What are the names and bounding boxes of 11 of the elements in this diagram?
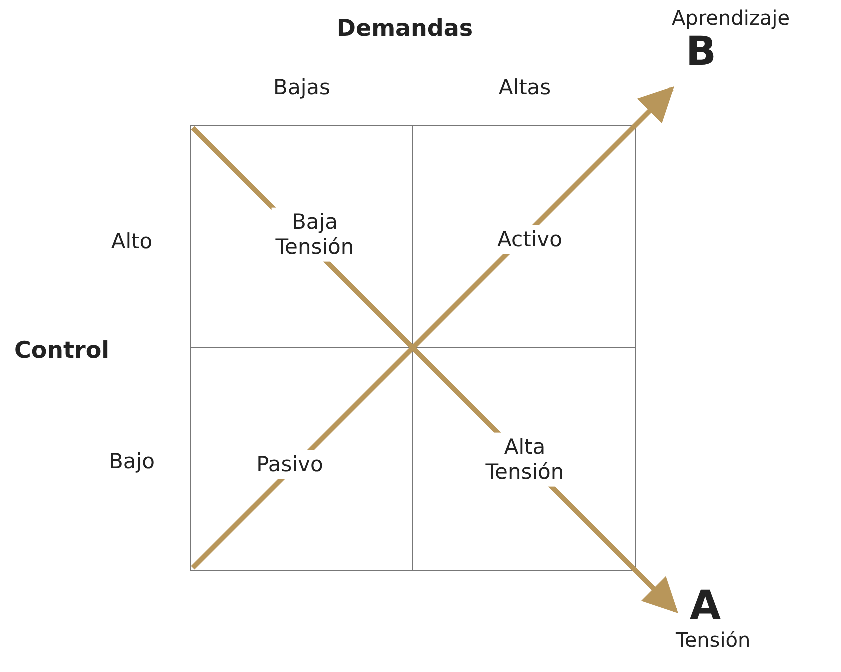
axis-label: Altas: [498, 75, 552, 101]
axis-end-label: Aprendizaje: [672, 6, 790, 30]
axis-label: Bajo: [109, 449, 155, 475]
axis-end-label: Tensión: [676, 628, 751, 652]
axis-title: Demandas: [336, 16, 474, 44]
axis-letter: A: [690, 586, 721, 626]
axis-letter: B: [686, 32, 716, 72]
axis-title: Control: [14, 338, 110, 366]
axis-label: Bajas: [274, 75, 330, 101]
axis-label: Alto: [111, 229, 153, 255]
diagonal-arrow: [191, 86, 674, 570]
